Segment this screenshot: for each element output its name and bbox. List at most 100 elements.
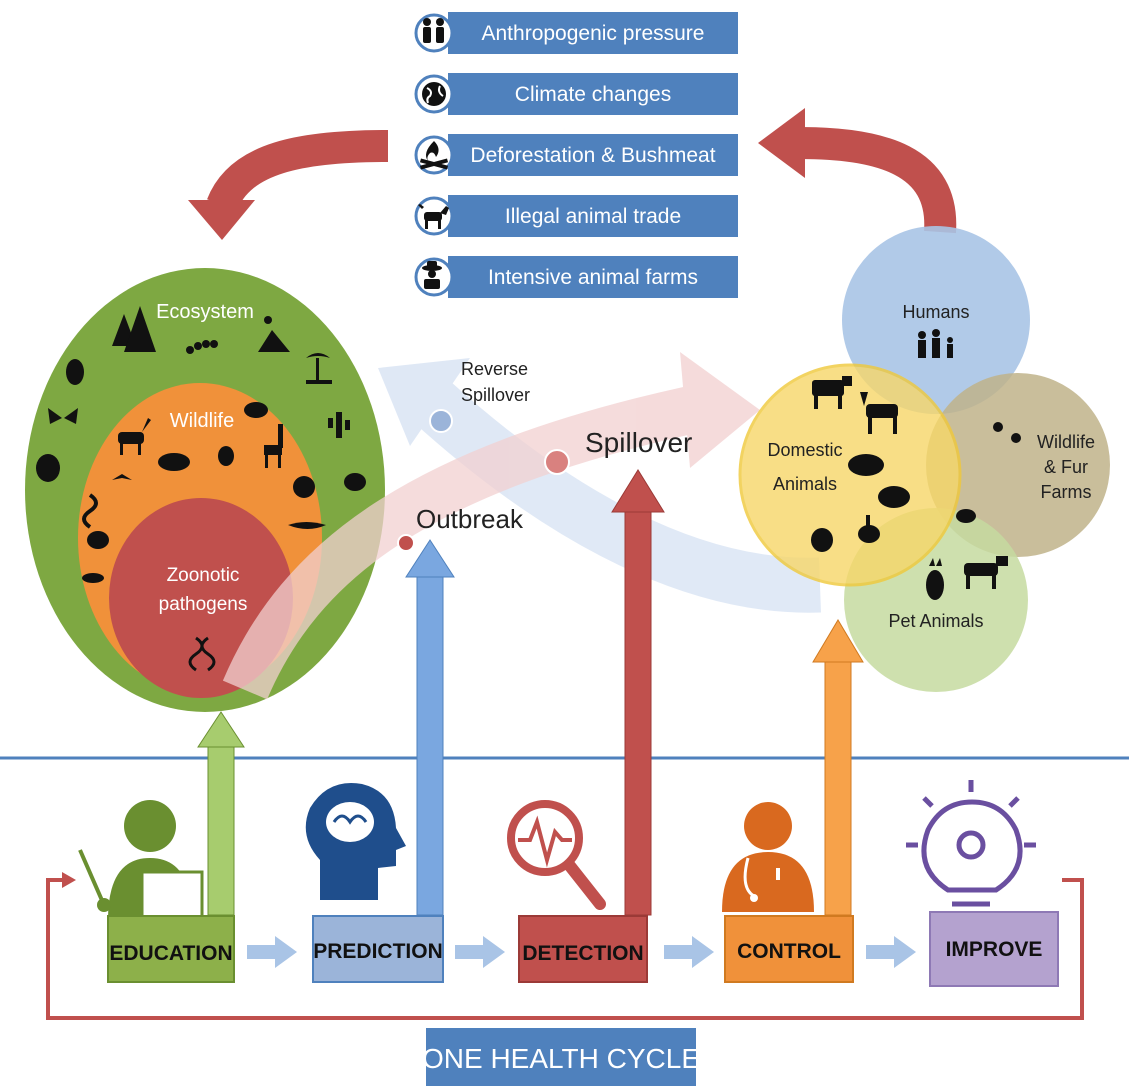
- giraffe-icon: [264, 424, 283, 468]
- driver-item: Anthropogenic pressure: [414, 12, 738, 54]
- step-detection-label: DETECTION: [522, 942, 643, 965]
- driver-box: [448, 256, 738, 298]
- spillover-arrow: [222, 352, 760, 700]
- magnifier-pulse-icon: [507, 800, 606, 910]
- step-connector-arrow: [866, 936, 916, 968]
- beehive-icon: [36, 454, 60, 482]
- ecosystem-label: Ecosystem: [156, 301, 254, 323]
- cow-icon: [812, 376, 852, 409]
- drivers-list: Anthropogenic pressure Climate changes D…: [414, 12, 738, 298]
- paw-prints-icon: [993, 422, 1021, 443]
- driver-label: Climate changes: [515, 83, 671, 106]
- palm-island-icon: [306, 353, 332, 384]
- wildlife-farms-label-line2: & Fur: [1044, 457, 1088, 477]
- wildlife-farms-label-line1: Wildlife: [1037, 432, 1095, 452]
- hosts-venn: Humans Domestic Animals Wildlife & Fur F…: [738, 226, 1110, 692]
- zoonotic-label-line2: pathogens: [159, 594, 248, 615]
- sheep-icon: [878, 486, 910, 508]
- education-arrow: [197, 711, 245, 916]
- butterfly-icon: [48, 408, 78, 424]
- step-control-label: CONTROL: [737, 940, 841, 963]
- humans-circle: [842, 226, 1030, 414]
- step-connector-arrow: [247, 936, 297, 968]
- bat-icon: [112, 474, 132, 480]
- bee-icon: [344, 473, 366, 491]
- driver-item: Deforestation & Bushmeat: [414, 134, 738, 176]
- zoonotic-label-line1: Zoonotic: [167, 565, 240, 586]
- crab-icon: [244, 402, 268, 418]
- reverse-spillover-dot: [429, 409, 453, 433]
- caterpillar-icon: [186, 340, 218, 354]
- cat-icon: [926, 558, 944, 600]
- cycle-feedback-arrow: [46, 878, 1084, 1020]
- goat-icon: [418, 204, 449, 229]
- teacher-icon: [78, 800, 204, 920]
- fish-icon: [82, 573, 104, 583]
- outbreak-dot: [397, 534, 415, 552]
- step-improve: IMPROVE: [929, 911, 1059, 987]
- pig-icon: [848, 454, 884, 476]
- domestic-label-line2: Animals: [773, 474, 837, 494]
- step-prediction: PREDICTION: [312, 915, 444, 983]
- step-connector-arrow: [664, 936, 714, 968]
- right-curved-arrow: [758, 108, 957, 234]
- reverse-spillover-label-line1: Reverse: [461, 359, 528, 379]
- cycle-title: ONE HEALTH CYCLE: [422, 1043, 700, 1074]
- nested-circles: Ecosystem Wildlife Zoonotic pathogens: [25, 268, 385, 712]
- doctor-icon: [722, 802, 814, 912]
- driver-box: [448, 134, 738, 176]
- steps-row: EDUCATION PREDICTION DETECTION CONTROL I…: [107, 911, 1059, 987]
- spillover-dot: [544, 449, 570, 475]
- driver-box: [448, 73, 738, 115]
- driver-item: Climate changes: [414, 73, 738, 115]
- dog-icon: [964, 556, 1008, 589]
- outbreak-label: Outbreak: [416, 504, 524, 534]
- brain-head-icon: [305, 783, 406, 900]
- step-education-label: EDUCATION: [109, 942, 232, 965]
- pets-label: Pet Animals: [888, 611, 983, 631]
- snake-icon: [82, 493, 98, 529]
- step-detection: DETECTION: [518, 915, 648, 983]
- reverse-spillover-label-line2: Spillover: [461, 385, 530, 405]
- prediction-arrow: [405, 539, 455, 916]
- step-prediction-label: PREDICTION: [313, 940, 443, 963]
- wildlife-label: Wildlife: [170, 410, 234, 432]
- farmer-icon: [422, 261, 442, 289]
- shark-icon: [288, 522, 326, 529]
- driver-item: Illegal animal trade: [414, 195, 738, 237]
- landscape-icon: [258, 316, 290, 352]
- driver-label: Intensive animal farms: [488, 266, 698, 289]
- people-icon: [423, 18, 444, 43]
- humans-label: Humans: [902, 302, 969, 322]
- campfire-icon: [419, 141, 449, 170]
- domestic-circle: [738, 363, 962, 587]
- step-connector-arrow: [455, 936, 505, 968]
- cactus-icon: [328, 412, 350, 438]
- cycle-title-bar: ONE HEALTH CYCLE: [422, 1028, 700, 1086]
- turtle-icon: [158, 453, 190, 471]
- detection-arrow: [611, 469, 665, 916]
- driver-label: Illegal animal trade: [505, 205, 681, 228]
- left-curved-arrow: [188, 130, 389, 240]
- family-icon: [918, 329, 953, 358]
- lightbulb-gear-icon: [906, 780, 1036, 907]
- step-education: EDUCATION: [107, 915, 235, 983]
- reverse-spillover-arrow: [378, 358, 821, 613]
- squirrel-icon: [218, 446, 234, 466]
- beetle-icon: [66, 359, 84, 385]
- spillover-label: Spillover: [585, 427, 692, 458]
- driver-label: Anthropogenic pressure: [482, 22, 705, 45]
- antelope-icon: [118, 418, 151, 455]
- wildlife-farms-label-line3: Farms: [1041, 482, 1092, 502]
- domestic-label-line1: Domestic: [767, 440, 842, 460]
- horse-icon: [860, 392, 898, 434]
- control-arrow: [812, 619, 864, 916]
- forest-icon: [112, 306, 156, 352]
- bird-icon: [956, 509, 976, 523]
- driver-label: Deforestation & Bushmeat: [470, 144, 715, 167]
- rooster-icon: [811, 528, 833, 552]
- step-improve-label: IMPROVE: [946, 938, 1043, 961]
- driver-box: [448, 195, 738, 237]
- step-control: CONTROL: [724, 915, 854, 983]
